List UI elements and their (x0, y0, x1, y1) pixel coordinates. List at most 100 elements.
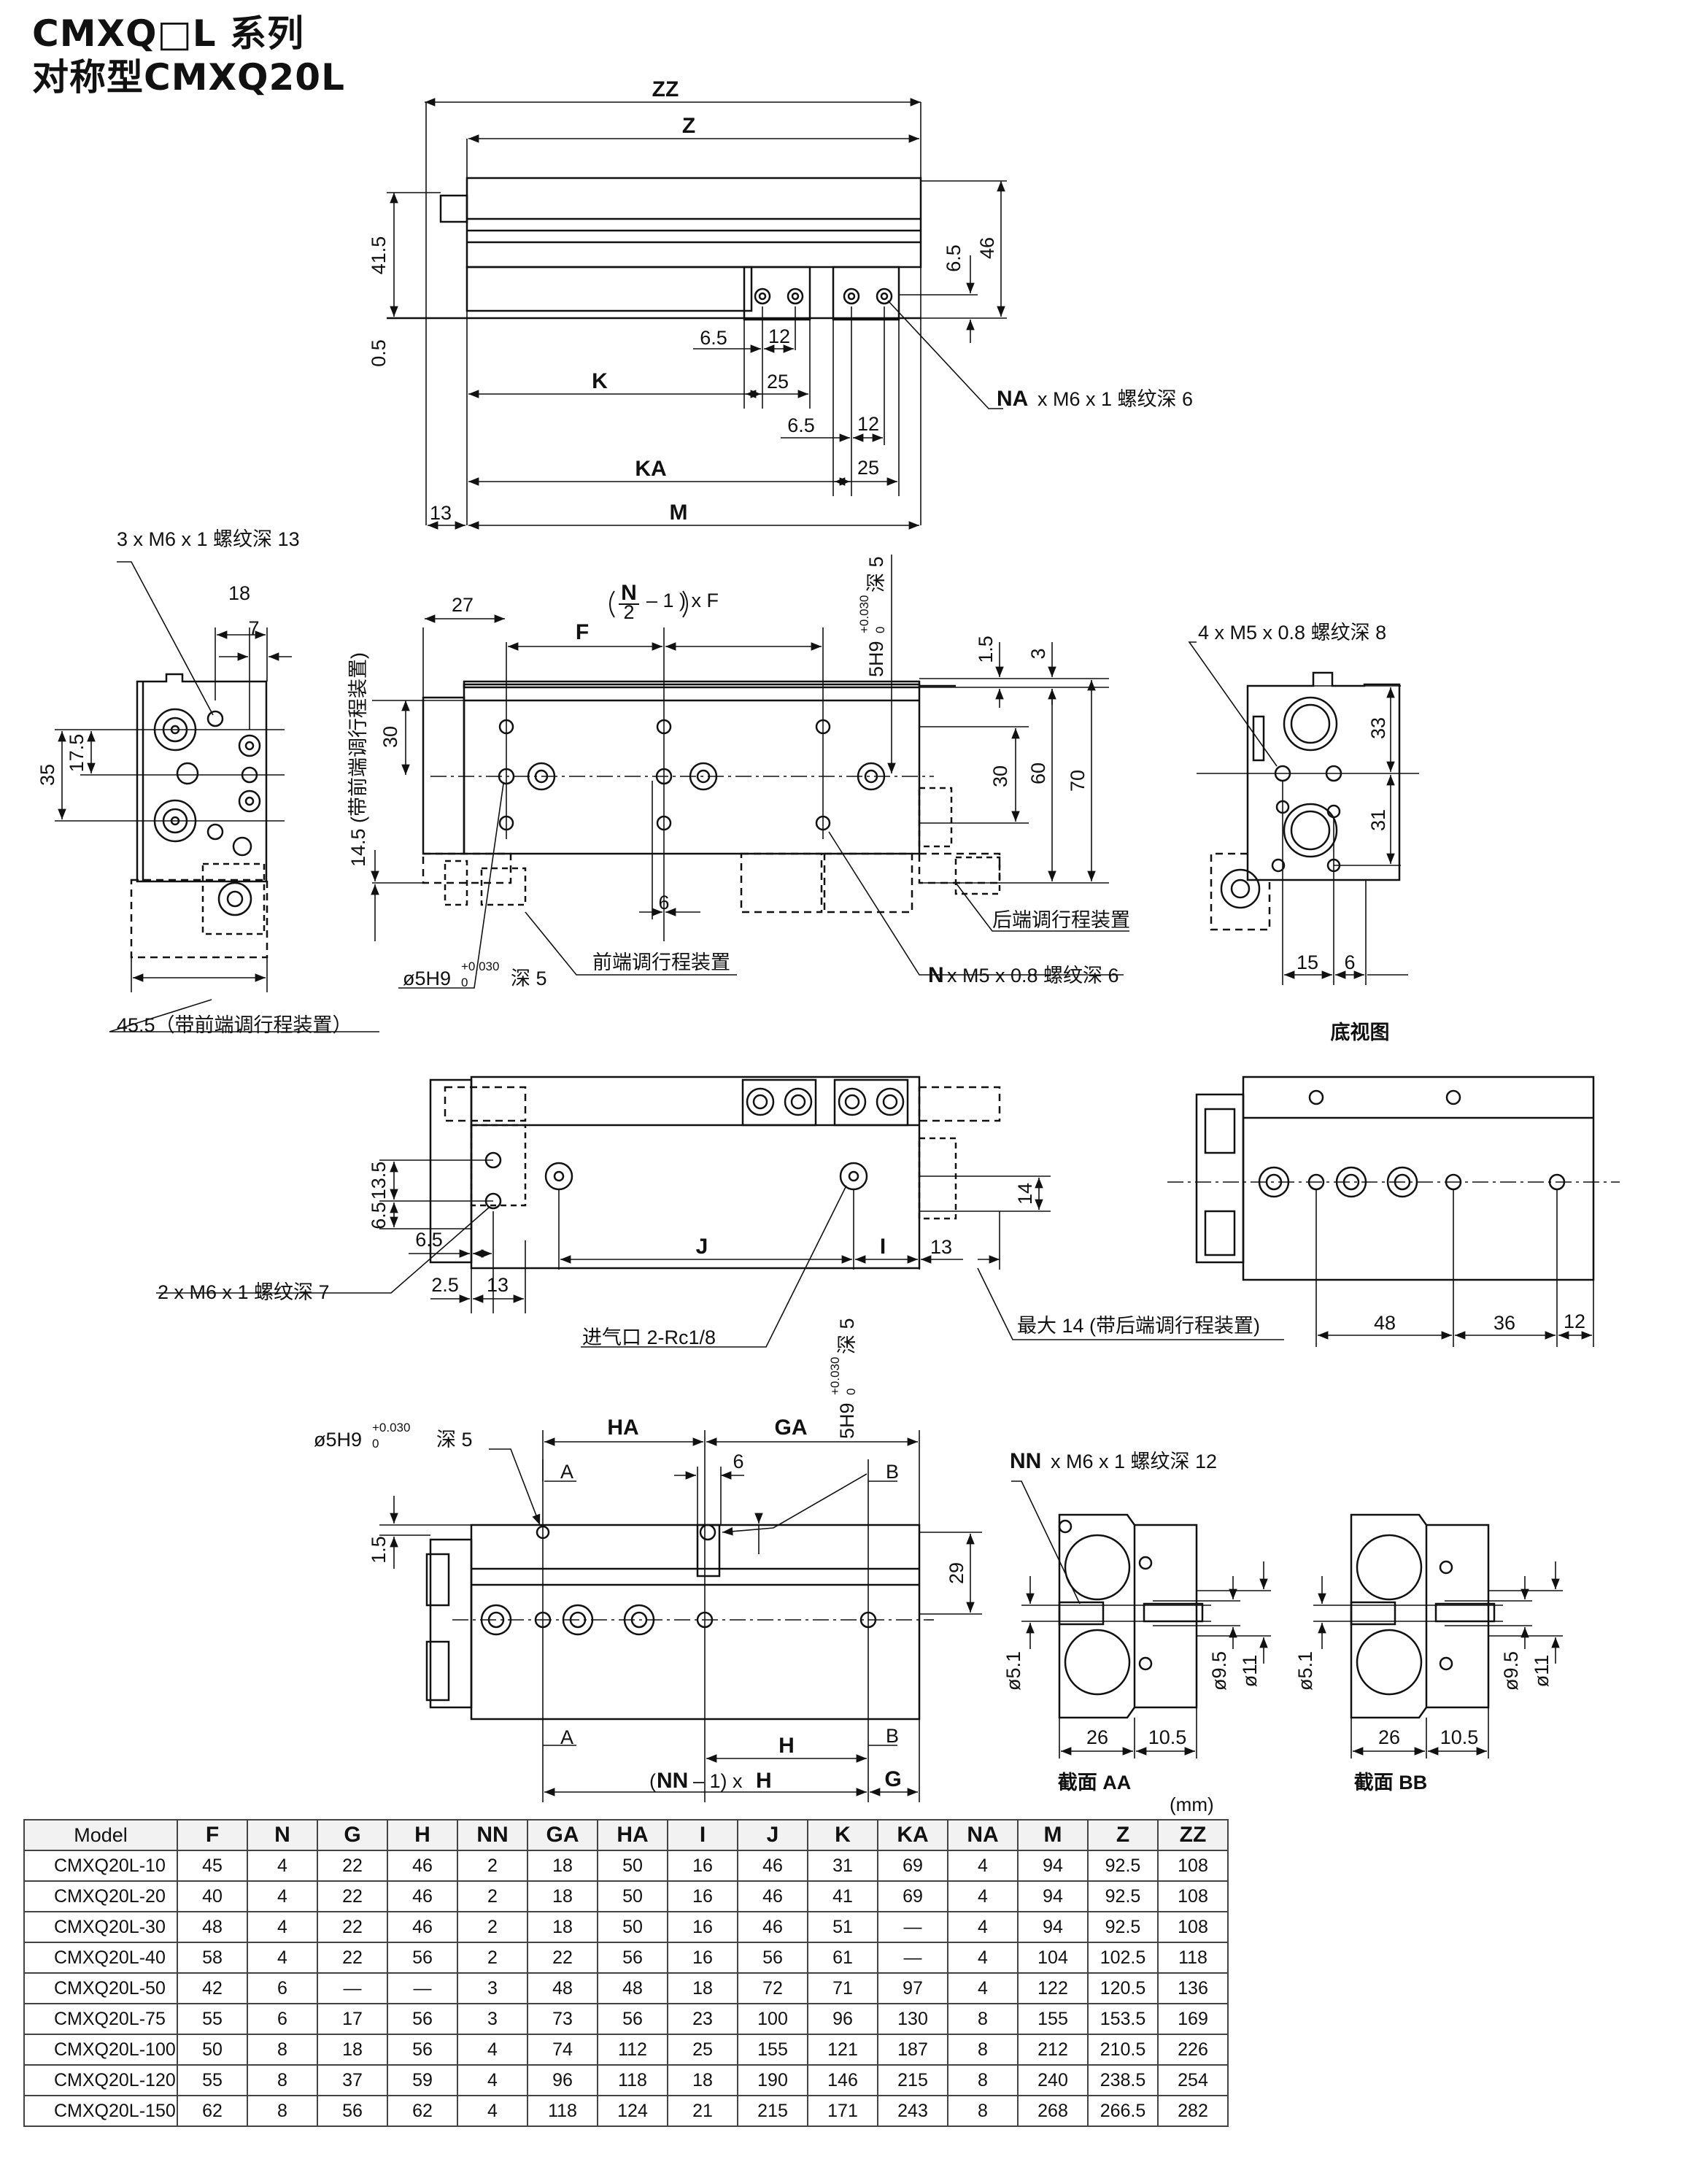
front-view (371, 555, 1129, 989)
top-view (387, 98, 1007, 530)
port-label: 进气口 2-Rc1/8 (582, 1327, 716, 1348)
value-cell: 16 (667, 1942, 738, 1974)
value-cell: 155 (1017, 2003, 1089, 2035)
lower-view (379, 1430, 982, 1802)
value-cell: 18 (317, 2034, 388, 2066)
value-cell: 100 (737, 2003, 808, 2035)
value-cell: 121 (807, 2034, 878, 2066)
value-cell: 92.5 (1087, 1911, 1159, 1943)
label-13-side-r: 13 (930, 1236, 952, 1258)
value-cell: 190 (737, 2064, 808, 2096)
formula-rest: – 1 ) x F (646, 590, 719, 611)
lower-body (470, 1524, 921, 1721)
value-cell: 4 (947, 1911, 1019, 1943)
value-cell: 2 (457, 1942, 528, 1974)
front-left-vertical: 14.5 (带前端调行程装置) (347, 652, 369, 867)
value-cell: 40 (177, 1880, 248, 1912)
column-header: J (737, 1819, 808, 1851)
label-ga: GA (775, 1416, 808, 1440)
side-thread-callout: 2 x M6 x 1 螺纹深 7 (158, 1281, 330, 1303)
label-6-5-vert: 6.5 (943, 244, 965, 272)
label-ka: KA (635, 457, 666, 481)
value-cell: 215 (877, 2064, 948, 2096)
value-cell: 46 (737, 1911, 808, 1943)
value-cell: 4 (457, 2034, 528, 2066)
value-cell: 48 (177, 1911, 248, 1943)
label-6-5-a: 6.5 (700, 327, 727, 349)
label-0-5: 0.5 (368, 339, 390, 367)
column-header: HA (597, 1819, 668, 1851)
value-cell: 8 (947, 2095, 1019, 2127)
value-cell: 71 (807, 1972, 878, 2004)
value-cell: 62 (387, 2095, 458, 2127)
front-hole-lower: 0 (461, 976, 468, 989)
value-cell: 69 (877, 1850, 948, 1882)
front-hole-callout: ø5H9 (403, 968, 451, 989)
value-cell: 4 (947, 1850, 1019, 1882)
section-aa-d11: ø11 (1239, 1655, 1261, 1688)
value-cell: 22 (317, 1850, 388, 1882)
label-6-5-side-v: 6.5 (368, 1202, 390, 1229)
value-cell: 4 (457, 2095, 528, 2127)
label-30-left: 30 (379, 726, 401, 748)
value-cell: 59 (387, 2064, 458, 2096)
value-cell: 3 (457, 2003, 528, 2035)
value-cell: 18 (527, 1911, 598, 1943)
value-cell: 2 (457, 1911, 528, 1943)
value-cell: 171 (807, 2095, 878, 2127)
front-tol-lower: 0 (873, 627, 887, 633)
value-cell: 6 (247, 1972, 318, 2004)
value-cell: 226 (1157, 2034, 1229, 2066)
value-cell: 55 (177, 2064, 248, 2096)
value-cell: 4 (247, 1911, 318, 1943)
label-48: 48 (1374, 1312, 1396, 1334)
formula-n: N (621, 581, 637, 605)
formula-nn: NN (657, 1769, 688, 1793)
model-cell: CMXQ20L-75 (23, 2003, 178, 2035)
column-header: F (177, 1819, 248, 1851)
left-end-view (55, 561, 379, 1032)
section-bb-d11: ø11 (1531, 1655, 1553, 1688)
label-6-5-b: 6.5 (787, 414, 815, 436)
value-cell: — (877, 1911, 948, 1943)
column-header: K (807, 1819, 878, 1851)
label-j: J (696, 1235, 708, 1259)
label-k: K (592, 369, 608, 393)
column-header: NN (457, 1819, 528, 1851)
column-header: ZZ (1157, 1819, 1229, 1851)
value-cell: 122 (1017, 1972, 1089, 2004)
callout-na-rest: x M6 x 1 螺纹深 6 (1037, 388, 1193, 410)
value-cell: 130 (877, 2003, 948, 2035)
label-h: H (778, 1734, 795, 1758)
section-bb-d95: ø9.5 (1500, 1651, 1522, 1691)
callout-n-rest: x M5 x 0.8 螺纹深 6 (947, 965, 1119, 986)
value-cell: 4 (947, 1972, 1019, 2004)
section-aa-callout: NN (1010, 1449, 1041, 1473)
label-a-bottom: A (560, 1726, 573, 1748)
label-25-a: 25 (767, 371, 789, 393)
label-a-top: A (560, 1461, 573, 1483)
label-25-b: 25 (857, 457, 879, 479)
max14-label: 最大 14 (带后端调行程装置) (1017, 1315, 1260, 1337)
value-cell: 45 (177, 1850, 248, 1882)
label-60: 60 (1027, 762, 1049, 784)
value-cell: 240 (1017, 2064, 1089, 2096)
value-cell: 50 (597, 1850, 668, 1882)
section-aa-105: 10.5 (1148, 1726, 1187, 1748)
value-cell: 8 (947, 2064, 1019, 2096)
value-cell: 94 (1017, 1850, 1089, 1882)
section-bb-26: 26 (1378, 1726, 1400, 1748)
value-cell: 48 (527, 1972, 598, 2004)
value-cell: 42 (177, 1972, 248, 2004)
column-header: H (387, 1819, 458, 1851)
label-33: 33 (1367, 717, 1389, 739)
value-cell: 18 (667, 1972, 738, 2004)
model-cell: CMXQ20L-100 (23, 2034, 178, 2066)
label-1-5: 1.5 (975, 636, 997, 663)
